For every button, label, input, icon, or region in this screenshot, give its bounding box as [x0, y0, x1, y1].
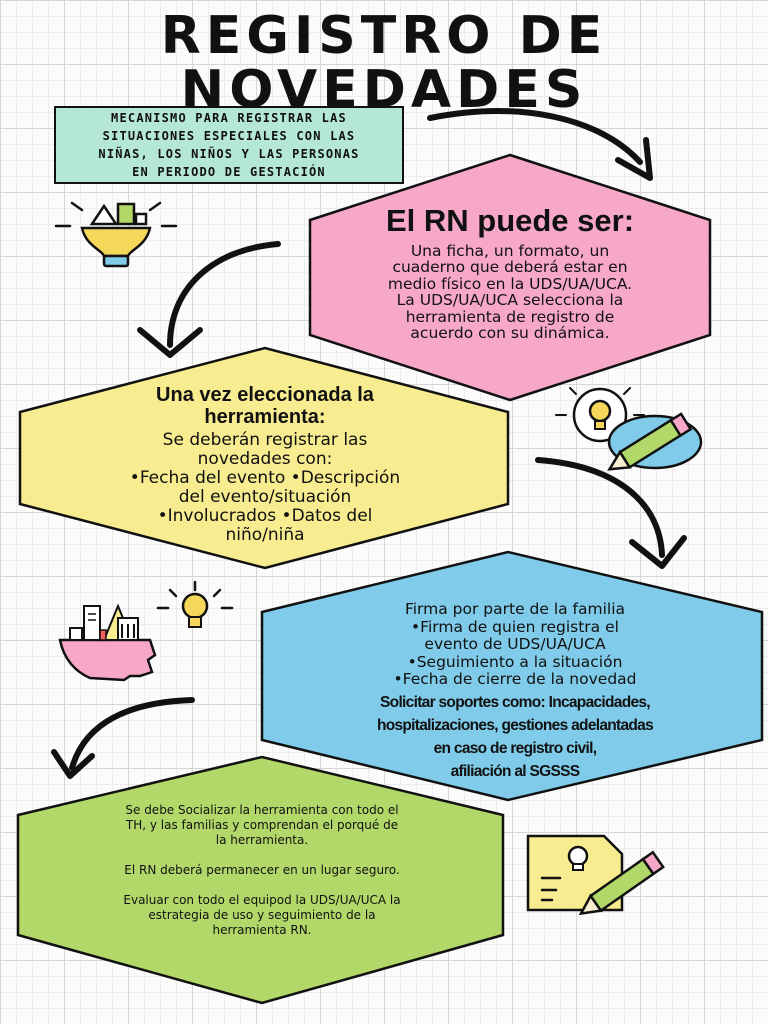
- green-hexagon-body: Se debe Socializar la herramienta con to…: [123, 802, 401, 937]
- page-title-line-1: REGISTRO DE: [160, 6, 608, 66]
- yellow-hexagon-title: Una vez eleccionada la herramienta:: [156, 383, 374, 428]
- green-hexagon-content: Se debe Socializar la herramienta con to…: [40, 800, 484, 940]
- yellow-hexagon-content: Una vez eleccionada la herramienta: Se d…: [40, 378, 490, 550]
- yellow-hexagon-body: Se deberán registrar las novedades con: …: [129, 429, 401, 545]
- head-books-icon: [58, 603, 157, 682]
- blue-hexagon-supports: Solicitar soportes como: Incapacidades, …: [376, 693, 654, 780]
- pink-hexagon-body: Una ficha, un formato, un cuaderno que d…: [387, 241, 633, 342]
- brain-lightbulb-icon: [54, 201, 178, 268]
- arrow-pink-to-yellow: [137, 241, 281, 358]
- arrow-blue-to-green: [51, 697, 195, 779]
- arrow-yellow-to-blue: [535, 457, 687, 569]
- mechanism-banner: MECANISMO PARA REGISTRAR LAS SITUACIONES…: [54, 106, 404, 184]
- yellow-hexagon: [18, 346, 510, 570]
- pencil-icon: [607, 412, 703, 471]
- pink-hexagon: [308, 153, 712, 402]
- blue-hexagon-content: Firma por parte de la familia •Firma de …: [290, 596, 740, 788]
- mechanism-banner-text: MECANISMO PARA REGISTRAR LAS SITUACIONES…: [98, 111, 360, 179]
- blue-hexagon: [260, 550, 764, 802]
- document-idea-icon: [526, 834, 665, 916]
- green-hexagon: [16, 755, 505, 1005]
- blue-hexagon-list: Firma por parte de la familia •Firma de …: [393, 600, 637, 689]
- pink-hexagon-content: El RN puede ser: Una ficha, un formato, …: [318, 192, 702, 352]
- lightbulb-icon: [555, 387, 645, 443]
- pink-hexagon-title: El RN puede ser:: [385, 202, 635, 238]
- arrow-banner-to-pink: [427, 108, 653, 181]
- lightbulb-icon: [156, 580, 234, 628]
